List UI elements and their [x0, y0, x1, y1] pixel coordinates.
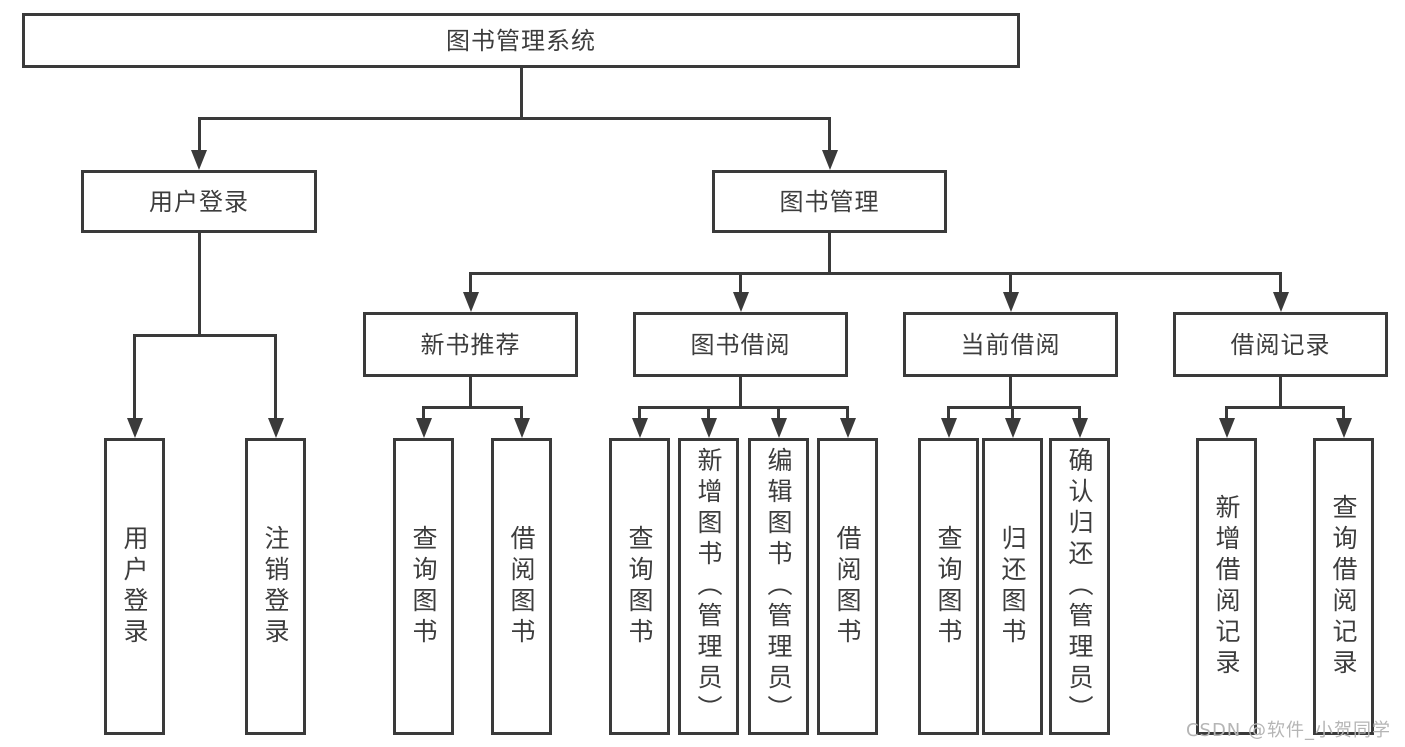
- branch-level1: [197, 116, 831, 120]
- connector-arrow-stem: [638, 405, 641, 422]
- node-leaf-add-borrow-record: 新增借阅记录: [1196, 438, 1257, 735]
- trunk-recommend: [469, 377, 472, 409]
- connector-arrow-stem: [1342, 405, 1345, 422]
- connector-arrowhead-down: [1335, 418, 1352, 438]
- connector-arrow-stem: [1078, 405, 1081, 422]
- trunk-current: [1009, 377, 1012, 409]
- connector-arrow-stem: [1009, 271, 1012, 296]
- connector-arrowhead-down: [267, 418, 284, 438]
- connector-arrow-stem: [707, 405, 710, 422]
- connector-arrowhead-down: [126, 418, 143, 438]
- connector-arrowhead-down: [462, 292, 479, 312]
- branch-level3: [469, 271, 1282, 275]
- connector-arrowhead-down: [631, 418, 648, 438]
- connector-arrow-stem: [274, 333, 277, 422]
- node-leaf-borrow-books: 借阅图书: [817, 438, 878, 735]
- branch-records-children: [1225, 405, 1345, 409]
- node-borrowing-records: 借阅记录: [1173, 312, 1388, 377]
- connector-arrow-stem: [520, 405, 523, 422]
- node-leaf-logout: 注销登录: [245, 438, 306, 735]
- trunk-book-management: [828, 233, 831, 275]
- connector-arrow-stem: [422, 405, 425, 422]
- trunk-borrowing: [739, 377, 742, 409]
- connector-arrow-stem: [133, 333, 136, 422]
- node-current-borrowing: 当前借阅: [903, 312, 1118, 377]
- connector-arrowhead-down: [940, 418, 957, 438]
- branch-recommend-children: [422, 405, 523, 409]
- node-book-borrowing: 图书借阅: [633, 312, 848, 377]
- branch-borrowing-children: [638, 405, 849, 409]
- node-leaf-confirm-return-admin: 确认归还（管理员）: [1049, 438, 1110, 735]
- connector-arrowhead-down: [191, 150, 207, 170]
- connector-arrow-stem: [777, 405, 780, 422]
- connector-arrow-stem: [1225, 405, 1228, 422]
- connector-arrowhead-down: [732, 292, 749, 312]
- connector-arrowhead-down: [839, 418, 856, 438]
- connector-arrow-stem: [469, 271, 472, 296]
- connector-arrow-stem: [197, 116, 201, 154]
- connector-arrowhead-down: [1071, 418, 1088, 438]
- connector-arrowhead-down: [1002, 292, 1019, 312]
- connector-arrowhead-down: [1218, 418, 1235, 438]
- node-book-management: 图书管理: [712, 170, 947, 233]
- connector-arrowhead-down: [700, 418, 717, 438]
- branch-user-login-children: [133, 333, 277, 337]
- node-user-login: 用户登录: [81, 170, 317, 233]
- trunk-records: [1279, 377, 1282, 409]
- connector-arrow-stem: [1011, 405, 1014, 422]
- trunk-root: [519, 68, 523, 120]
- branch-current-children: [947, 405, 1081, 409]
- watermark: CSDN @软件_小贺同学: [1185, 720, 1391, 741]
- node-leaf-query-borrow-record: 查询借阅记录: [1313, 438, 1374, 735]
- connector-arrow-stem: [1279, 271, 1282, 296]
- connector-arrow-stem: [828, 116, 831, 154]
- node-new-book-recommendation: 新书推荐: [363, 312, 578, 377]
- node-library-management-system: 图书管理系统: [22, 13, 1020, 68]
- connector-arrow-stem: [739, 271, 742, 296]
- node-leaf-return-books: 归还图书: [982, 438, 1043, 735]
- connector-arrowhead-down: [1004, 418, 1021, 438]
- connector-arrowhead-down: [821, 150, 838, 170]
- node-leaf-add-books-admin: 新增图书（管理员）: [678, 438, 739, 735]
- connector-arrow-stem: [846, 405, 849, 422]
- node-leaf-user-login: 用户登录: [104, 438, 165, 735]
- connector-arrowhead-down: [1272, 292, 1289, 312]
- trunk-user-login: [197, 233, 201, 337]
- node-leaf-query-books-current: 查询图书: [918, 438, 979, 735]
- node-leaf-query-books-recommend: 查询图书: [393, 438, 454, 735]
- connector-arrow-stem: [947, 405, 950, 422]
- node-leaf-query-books-borrowing: 查询图书: [609, 438, 670, 735]
- node-leaf-borrow-books-recommend: 借阅图书: [491, 438, 552, 735]
- connector-arrowhead-down: [513, 418, 530, 438]
- connector-arrowhead-down: [415, 418, 432, 438]
- node-leaf-edit-books-admin: 编辑图书（管理员）: [748, 438, 809, 735]
- connector-arrowhead-down: [770, 418, 787, 438]
